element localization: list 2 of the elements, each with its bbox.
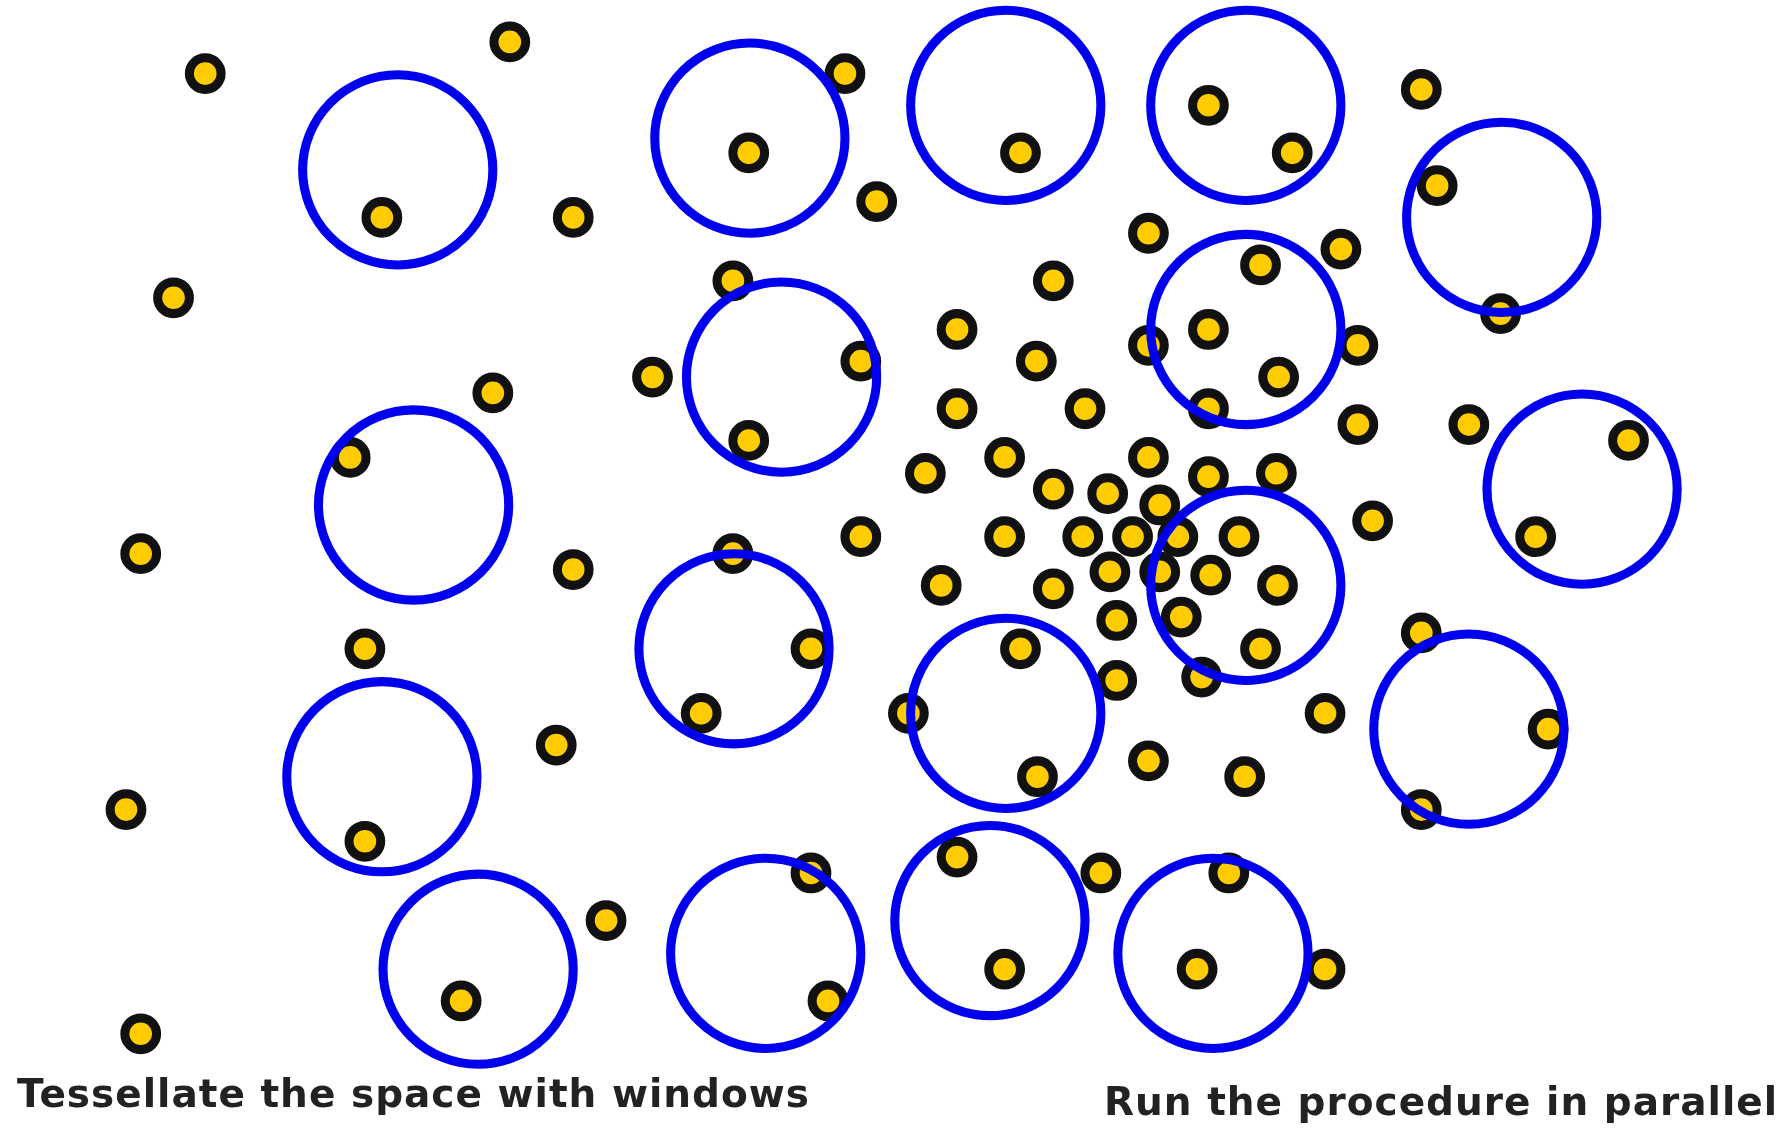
caption-text: Run the procedure in parallel [1104, 1081, 1776, 1124]
caption-text: Tessellate the space with windows [17, 1073, 810, 1116]
